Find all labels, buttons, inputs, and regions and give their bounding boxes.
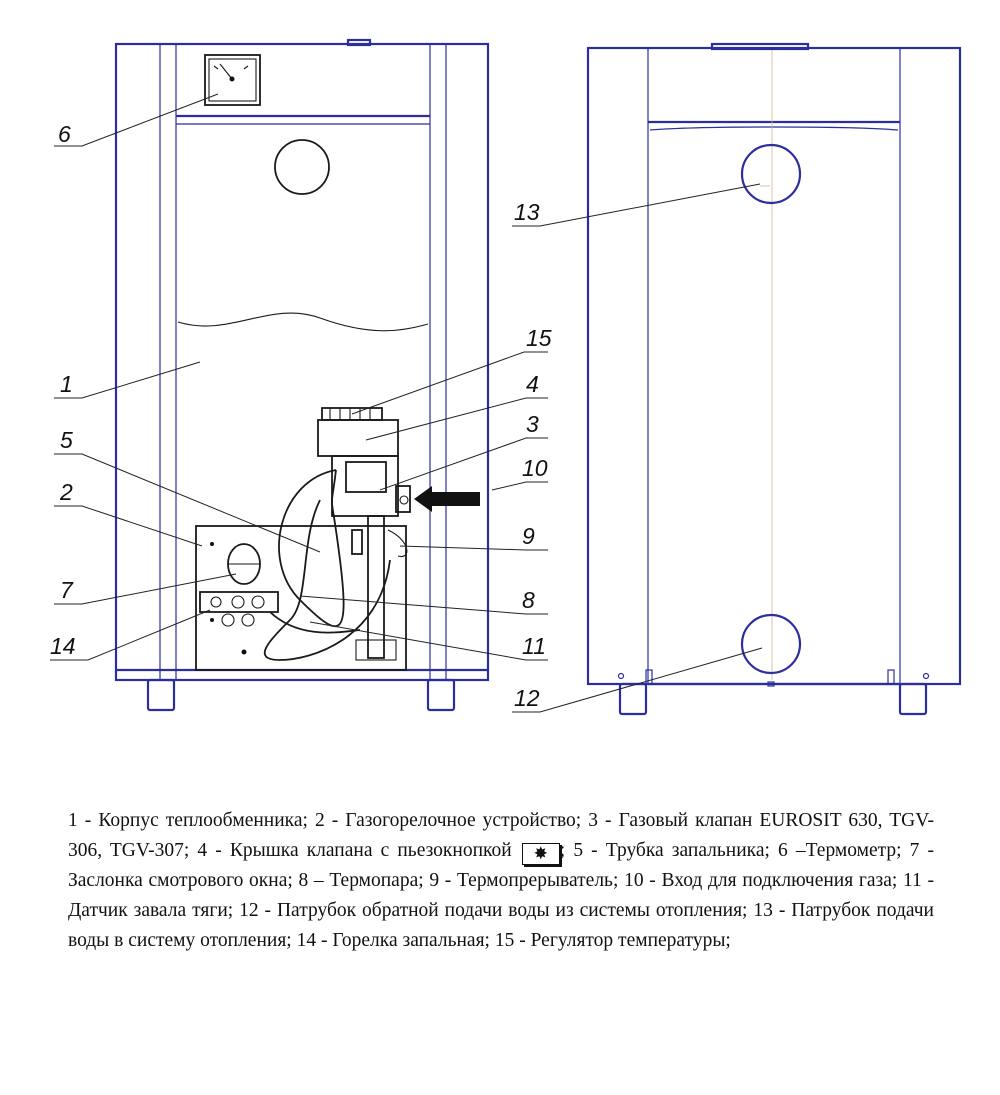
thermometer-icon	[204, 54, 261, 106]
gas-valve	[317, 407, 411, 661]
callout-4: 4	[526, 371, 539, 397]
callout-15: 15	[526, 325, 552, 351]
callout-6: 6	[58, 121, 71, 147]
burner-unit	[195, 525, 407, 671]
piezo-button-icon: ✸	[521, 843, 560, 865]
callout-5: 5	[60, 427, 73, 453]
callout-9: 9	[522, 523, 535, 549]
back-casing	[586, 46, 962, 686]
front-casing	[114, 42, 490, 682]
callout-1: 1	[60, 371, 73, 397]
valve-cover	[317, 419, 399, 457]
callouts: 6 1 5 2 7 14 15 4 3 10 9 8 11	[50, 93, 763, 713]
callout-3: 3	[526, 411, 539, 437]
legend-caption: 1 - Корпус теплообменника; 2 - Газогорел…	[68, 806, 934, 956]
back-view	[586, 42, 962, 716]
legend-text-part-2: ; 5 - Трубка запальника; 6 –Термометр; 7…	[68, 840, 934, 951]
boiler-diagram: 6 1 5 2 7 14 15 4 3 10 9 8 11	[50, 38, 962, 716]
callout-2: 2	[59, 479, 73, 505]
front-view	[114, 38, 490, 712]
return-pipe	[740, 613, 802, 675]
callout-11: 11	[522, 633, 546, 659]
supply-pipe	[740, 143, 802, 205]
callout-7: 7	[60, 577, 74, 603]
front-port	[274, 139, 330, 195]
callout-10: 10	[522, 455, 548, 481]
callout-8: 8	[522, 587, 535, 613]
callout-12: 12	[514, 685, 540, 711]
gas-inlet-arrow-icon	[414, 486, 480, 512]
callout-13: 13	[514, 199, 540, 225]
callout-14: 14	[50, 633, 76, 659]
legend-text-part-1: 1 - Корпус теплообменника; 2 - Газогорел…	[68, 810, 934, 861]
